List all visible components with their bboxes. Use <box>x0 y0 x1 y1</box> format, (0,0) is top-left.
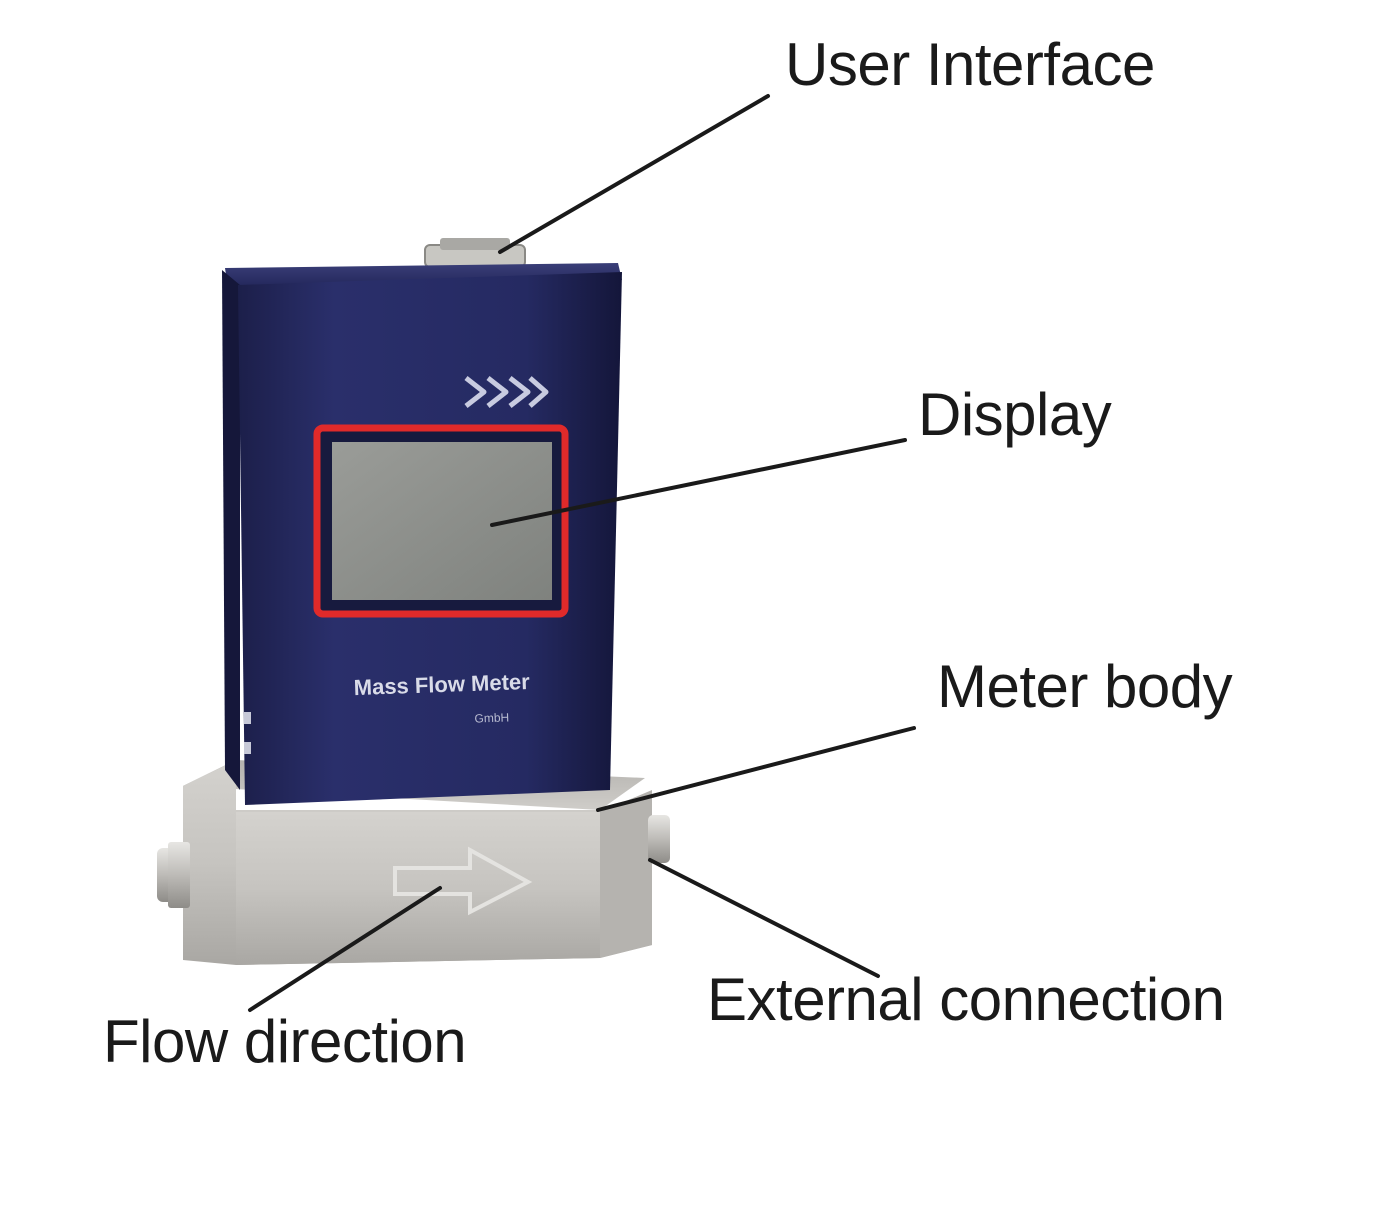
device-front-subtitle: GmbH <box>474 710 509 725</box>
meter-body-right-face <box>600 790 652 958</box>
label-flow-direction: Flow direction <box>103 1008 467 1075</box>
leader-display <box>490 438 907 527</box>
label-meter-body: Meter body <box>937 653 1233 720</box>
chevron-triple-icon <box>464 376 549 408</box>
flow-arrow-icon <box>393 846 533 916</box>
meter-housing: Mass Flow Meter GmbH <box>222 238 622 805</box>
outlet-fitting <box>648 815 670 863</box>
housing-left-side <box>222 270 240 790</box>
label-user-interface: User Interface <box>785 31 1155 98</box>
label-external-connection: External connection <box>707 966 1225 1033</box>
device-front-title: Mass Flow Meter <box>353 669 530 700</box>
leader-external-connection <box>648 858 880 978</box>
leader-flow-direction <box>248 886 442 1012</box>
leader-lines <box>248 94 916 1012</box>
leader-user-interface <box>498 94 770 254</box>
leader-meter-body <box>596 726 916 812</box>
label-display: Display <box>918 381 1112 448</box>
